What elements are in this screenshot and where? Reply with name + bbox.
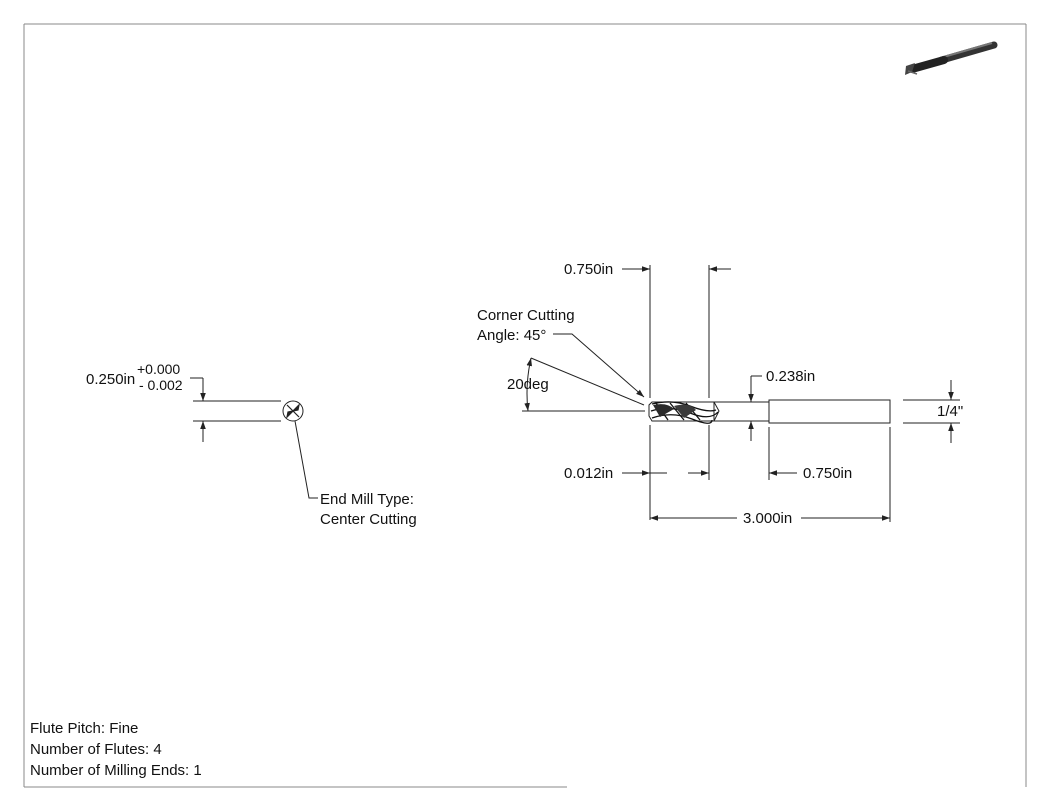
cutting-tips <box>286 403 300 419</box>
note-number-of-flutes: Number of Flutes: 4 <box>30 741 162 758</box>
end-mill-type-callout: End Mill Type: <box>320 491 414 508</box>
corner-cutting-callout: Corner Cutting <box>477 307 575 324</box>
corner-size-label: 0.012in <box>564 465 614 482</box>
flute-length-label: 0.750in <box>564 261 614 278</box>
end-view-circle <box>282 400 304 422</box>
overall-length-label: 3.000in <box>743 510 793 527</box>
shank <box>768 399 891 424</box>
shank-diameter-label: 1/4" <box>937 403 964 420</box>
neck-diameter-label: 0.238in <box>766 368 816 385</box>
tolerance-minus-label: - 0.002 <box>139 377 183 393</box>
corner-angle-value: Angle: 45° <box>477 327 547 344</box>
side-view <box>522 265 960 522</box>
note-milling-ends: Number of Milling Ends: 1 <box>30 762 202 779</box>
note-flute-pitch: Flute Pitch: Fine <box>30 720 139 737</box>
end-mill-type-value: Center Cutting <box>320 511 417 528</box>
end-view-diameter-label: 0.250in <box>86 371 136 388</box>
tolerance-plus-label: +0.000 <box>137 361 181 377</box>
neck <box>713 401 770 422</box>
shank-length-label: 0.750in <box>803 465 853 482</box>
end-mill-isometric-icon <box>905 41 998 75</box>
helix-angle-label: 20deg <box>507 376 549 393</box>
sheet-border <box>23 23 1027 788</box>
end-view <box>190 377 318 499</box>
